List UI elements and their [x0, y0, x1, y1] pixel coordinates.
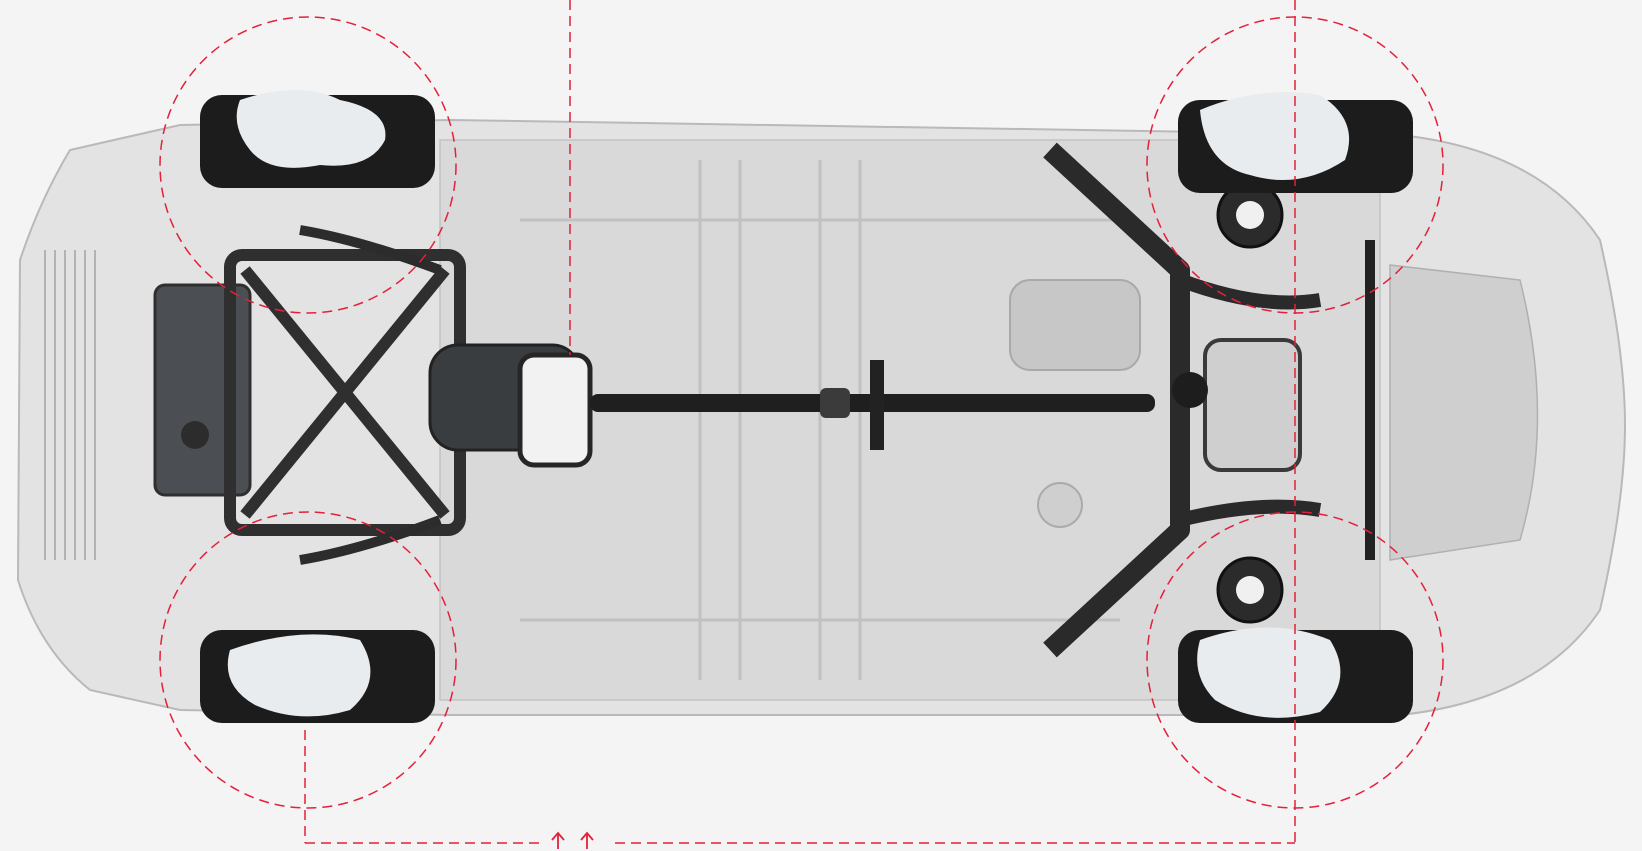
floor-ribs	[520, 160, 1120, 680]
driveshaft	[590, 360, 1155, 450]
snow-patch	[1197, 627, 1341, 718]
front-control-arm-lower	[299, 515, 442, 565]
wheel-front-right	[200, 630, 435, 723]
dimension-guides	[159, 0, 1444, 844]
car-body	[16, 118, 1627, 716]
snow-patch	[1200, 92, 1350, 180]
rear-subframe	[1043, 142, 1375, 658]
wheel-front-left	[200, 90, 435, 188]
fuel-tank-cap	[1037, 482, 1083, 528]
oil-pan	[517, 352, 593, 468]
front-control-arm-upper	[299, 225, 442, 275]
snow-patch	[227, 634, 371, 717]
rear-trunk-panel	[1389, 264, 1539, 561]
front-subframe	[153, 225, 593, 565]
oil-filter	[181, 421, 209, 449]
rear-differential	[1203, 338, 1302, 472]
arrow-up-icon	[551, 831, 565, 849]
guide-circle-front-left	[159, 16, 457, 314]
driveshaft-center-bearing	[870, 360, 884, 450]
arrow-up-icon	[580, 831, 594, 849]
snow-patch	[236, 90, 386, 168]
front-grille	[44, 250, 96, 560]
guide-circle-front-right	[159, 511, 457, 809]
exhaust-muffler	[1009, 279, 1141, 371]
